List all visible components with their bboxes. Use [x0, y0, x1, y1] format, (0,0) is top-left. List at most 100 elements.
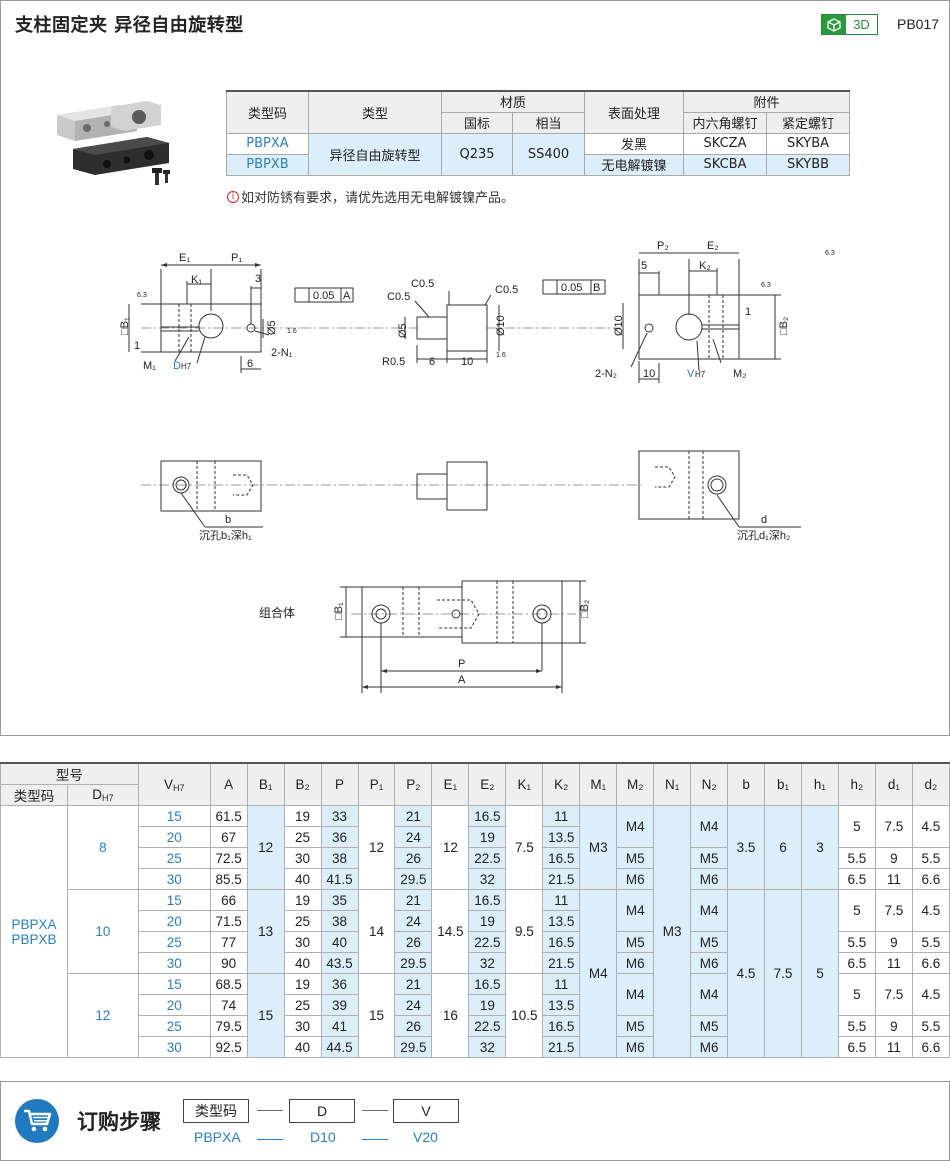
th-d1: d₁	[874, 762, 913, 806]
th-a: A	[209, 762, 248, 806]
e1-cell: 16	[431, 973, 470, 1058]
v-cell[interactable]: 20	[137, 826, 211, 848]
dim-a: A	[458, 674, 466, 686]
v-cell[interactable]: 30	[137, 952, 211, 974]
spec-hex-a: SKCZA	[683, 132, 767, 155]
e2-cell: 16.5	[468, 889, 507, 911]
dim-d-small: d	[761, 514, 767, 526]
dim-b1-asm: □B₁	[333, 602, 345, 620]
m2-cell: M5	[616, 931, 655, 953]
p2-cell: 29.5	[394, 868, 433, 890]
a-cell: 72.5	[209, 847, 248, 869]
h1-cell: 5	[801, 889, 839, 1058]
counterbore-2: 沉孔d₁深h₂	[737, 529, 790, 542]
n2-cell: M6	[690, 952, 729, 974]
counterbore-1: 沉孔b₁深h₁	[199, 529, 252, 542]
a-cell: 61.5	[209, 805, 248, 827]
th-n2: N₂	[690, 762, 729, 806]
v-cell[interactable]: 20	[137, 994, 211, 1016]
d1-cell: 7.5	[874, 805, 913, 848]
spec-table: 类型码 类型 材质 表面处理 附件 国标 相当 内六角螺钉 紧定螺钉 PBPXA…	[226, 90, 850, 176]
b2-cell: 40	[283, 868, 322, 890]
dim-k2: K₂	[699, 260, 711, 272]
p-cell: 41	[320, 1015, 359, 1037]
technical-drawing: E₁ P₁ K₁ 3 □B₁ 1 M₁ D H7 Ø5 2-N₁ 6 0.05 …	[119, 240, 835, 693]
spec-code-b[interactable]: PBPXB	[226, 153, 309, 176]
th-n1: N₁	[653, 762, 692, 806]
th-b2: B₂	[283, 762, 322, 806]
a-cell: 77	[209, 931, 248, 953]
k2-cell: 11	[542, 973, 581, 995]
k2-cell: 16.5	[542, 1015, 581, 1037]
b2-cell: 30	[283, 931, 322, 953]
n2-cell: M5	[690, 1015, 729, 1037]
spec-hex-b: SKCBA	[683, 153, 767, 176]
v-cell[interactable]: 20	[137, 910, 211, 932]
b2-cell: 25	[283, 910, 322, 932]
spec-code-a[interactable]: PBPXA	[226, 132, 309, 155]
d-cell[interactable]: 12	[66, 973, 139, 1058]
p-cell: 33	[320, 805, 359, 827]
p-cell: 38	[320, 847, 359, 869]
th-k1: K₁	[505, 762, 544, 806]
h2-cell: 5	[837, 805, 876, 848]
e2-cell: 19	[468, 910, 507, 932]
dim-b2: □B₂	[778, 317, 790, 335]
b2-cell: 30	[283, 1015, 322, 1037]
p-cell: 38	[320, 910, 359, 932]
m2-cell: M6	[616, 952, 655, 974]
dim-phi10: Ø10	[613, 315, 625, 336]
dim-c05-1: C0.5	[387, 291, 410, 303]
v-cell[interactable]: 25	[137, 1015, 211, 1037]
v-cell[interactable]: 25	[137, 847, 211, 869]
d-cell[interactable]: 10	[66, 889, 139, 974]
b2-cell: 19	[283, 889, 322, 911]
p2-cell: 21	[394, 889, 433, 911]
order-example-connector	[362, 1139, 388, 1140]
v-cell[interactable]: 30	[137, 868, 211, 890]
3d-button[interactable]: 3D	[821, 14, 878, 35]
k2-cell: 11	[542, 805, 581, 827]
v-cell[interactable]: 30	[137, 1036, 211, 1058]
3d-button-label: 3D	[853, 17, 870, 32]
dim-6b: 6	[429, 356, 435, 368]
dim-n2: 2-N₂	[595, 368, 617, 380]
h2-cell: 5	[837, 889, 876, 932]
d-cell[interactable]: 8	[66, 805, 139, 890]
v-cell[interactable]: 15	[137, 805, 211, 827]
p2-cell: 24	[394, 994, 433, 1016]
product-panel: 支柱固定夹 异径自由旋转型 3D PB017 类型码 类型	[0, 0, 950, 736]
order-connector	[257, 1110, 283, 1111]
v-cell[interactable]: 15	[137, 973, 211, 995]
a-cell: 79.5	[209, 1015, 248, 1037]
product-photo	[57, 101, 170, 185]
tol-2: 0.05	[561, 282, 582, 294]
v-cell[interactable]: 25	[137, 931, 211, 953]
dim-vh7: H7	[695, 370, 706, 379]
m2-cell: M6	[616, 868, 655, 890]
spec-mat-eq: SS400	[512, 132, 585, 176]
n2-cell: M5	[690, 931, 729, 953]
p-cell: 44.5	[320, 1036, 359, 1058]
p-cell: 35	[320, 889, 359, 911]
p-cell: 43.5	[320, 952, 359, 974]
order-example-code: PBPXA	[194, 1129, 241, 1145]
th-b1s: b₁	[764, 762, 802, 806]
th-material: 材质	[441, 90, 585, 113]
a-cell: 66	[209, 889, 248, 911]
p-cell: 36	[320, 826, 359, 848]
v-cell[interactable]: 15	[137, 889, 211, 911]
dim-3: 3	[255, 273, 261, 285]
d1-cell: 11	[874, 868, 913, 890]
k2-cell: 11	[542, 889, 581, 911]
h2-cell: 5.5	[837, 931, 876, 953]
k2-cell: 13.5	[542, 994, 581, 1016]
a-cell: 74	[209, 994, 248, 1016]
